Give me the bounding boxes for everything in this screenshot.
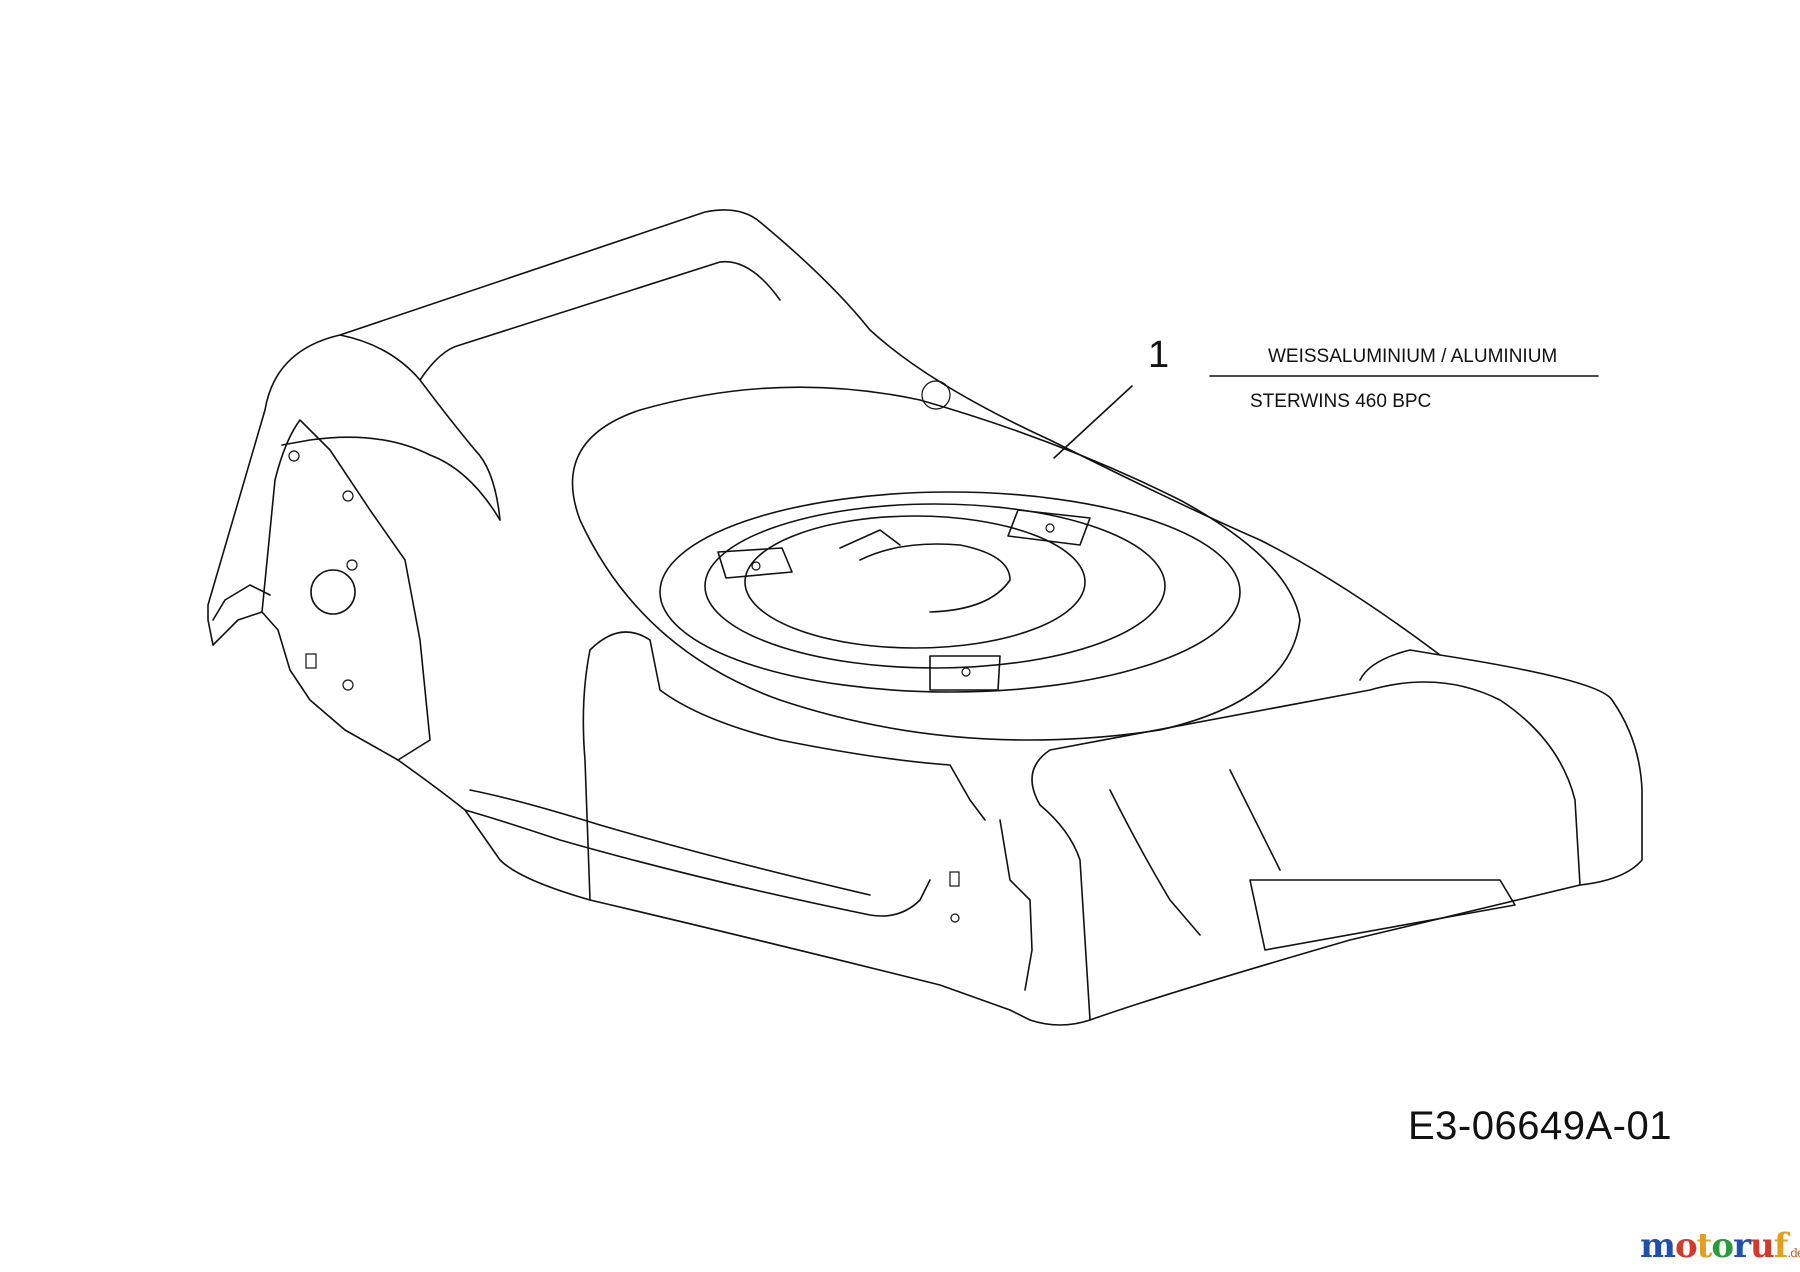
- logo-letter: t: [1696, 1226, 1713, 1266]
- logo-letter: r: [1733, 1226, 1751, 1266]
- logo-letter: o: [1674, 1226, 1698, 1266]
- callout-leader: [1053, 385, 1133, 459]
- axle-hole: [310, 569, 356, 615]
- logo-letter: m: [1640, 1226, 1676, 1266]
- drawing-number: E3-06649A-01: [1408, 1104, 1672, 1148]
- rear-bumper: [1031, 681, 1581, 886]
- mount-tab-top: [1007, 509, 1091, 546]
- logo-letter: o: [1711, 1226, 1734, 1266]
- callout-number: 1: [1148, 334, 1170, 376]
- logo-letter: u: [1750, 1226, 1775, 1266]
- motor-opening: [744, 515, 1086, 649]
- motor-ring-outer: [659, 491, 1241, 693]
- deck-outline: [207, 209, 1643, 1026]
- material-label: WEISSALUMINIUM / ALUMINIUM: [1268, 346, 1558, 367]
- motoruf-logo: motoruf.de: [1640, 1226, 1800, 1266]
- model-label: STERWINS 460 BPC: [1250, 391, 1432, 412]
- front-lip: [589, 631, 986, 821]
- motor-ring-mid: [704, 503, 1166, 669]
- mount-tab-bottom: [929, 655, 1001, 691]
- left-side-plate: [261, 419, 431, 761]
- logo-tld: .de: [1787, 1246, 1800, 1260]
- deck-dome: [571, 386, 1301, 741]
- logo-letter: f: [1773, 1226, 1789, 1266]
- mount-tab-left: [717, 547, 793, 579]
